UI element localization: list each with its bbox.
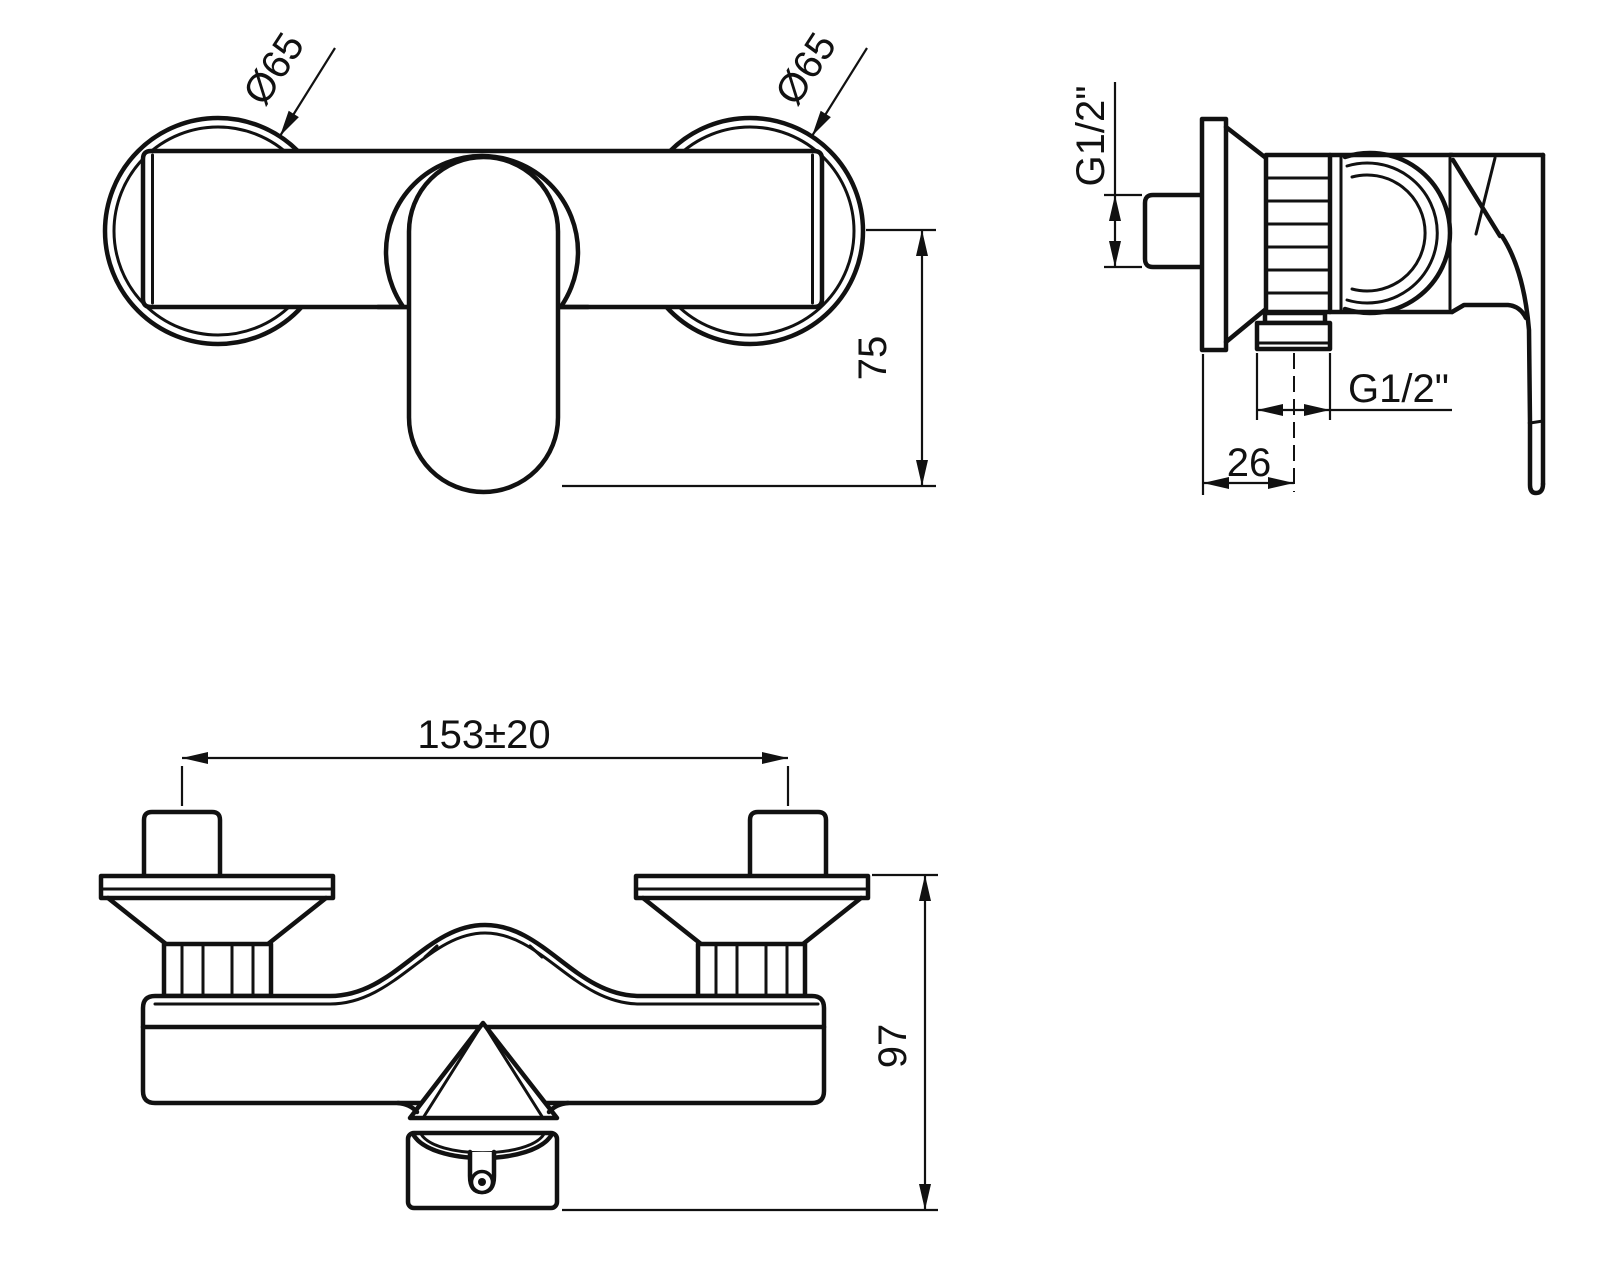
leader-right-diameter xyxy=(811,47,868,137)
label-left-diameter: Ø65 xyxy=(235,25,313,112)
right-union-nut xyxy=(695,941,808,999)
outlet-cone-inner-left xyxy=(421,1021,485,1120)
label-depth: 97 xyxy=(871,1024,915,1069)
hump-tick-right xyxy=(528,944,544,959)
label-wall-offset: 26 xyxy=(1227,441,1272,485)
body-slab-inner-top-line xyxy=(153,931,820,1006)
escutcheon-cone-top-edge xyxy=(1223,124,1269,161)
side-view: G1/2" G1/2" 26 xyxy=(1069,82,1546,496)
left-escutcheon-plate xyxy=(98,873,336,901)
left-cone-left-edge xyxy=(105,895,169,947)
right-cone-right-edge xyxy=(800,895,864,947)
left-union-nut xyxy=(161,941,274,999)
hump-tick-left xyxy=(423,944,439,959)
union-nut-ribs xyxy=(1264,176,1332,295)
right-inlet-stub xyxy=(747,809,829,879)
left-union-nut-ribs xyxy=(180,942,255,998)
body-dome-mid-arc xyxy=(1345,161,1439,305)
left-inlet-stub xyxy=(141,809,223,879)
label-handle-height: 75 xyxy=(851,336,895,381)
outlet-fillet-left xyxy=(395,1100,420,1115)
right-cone-left-edge xyxy=(640,895,704,947)
escutcheon-plate-side xyxy=(1199,116,1229,353)
front-view: Ø65 Ø65 75 xyxy=(102,25,936,495)
body-slab-outline xyxy=(140,922,827,1106)
bottom-view: 153±20 97 xyxy=(98,713,938,1212)
leader-left-diameter xyxy=(279,47,336,137)
handle-neck-front-slope xyxy=(1450,157,1503,239)
outlet-nut-side xyxy=(1254,320,1333,352)
right-union-nut-ribs xyxy=(714,942,789,998)
escutcheon-cone-bottom-edge xyxy=(1223,306,1269,345)
right-escutcheon-plate xyxy=(633,873,871,901)
union-nut-collar-side xyxy=(1263,152,1333,315)
handle-blade-foot xyxy=(1527,420,1546,496)
outlet-pin-dot xyxy=(478,1178,486,1186)
handle-blade-left-silhouette xyxy=(1499,233,1533,426)
left-cone-right-edge xyxy=(265,895,329,947)
handle-front xyxy=(406,154,561,495)
outlet-fillet-right xyxy=(546,1100,571,1115)
label-right-diameter: Ø65 xyxy=(767,25,845,112)
handle-neck-bottom xyxy=(1449,302,1529,321)
wall-inlet-stub xyxy=(1142,192,1205,270)
handle-neck-back-slope xyxy=(1474,156,1497,236)
body-dome-outer-arc xyxy=(1342,150,1453,316)
label-inlet-thread: G1/2" xyxy=(1069,86,1113,187)
body-dome-inner-arc xyxy=(1350,173,1427,293)
label-hole-distance: 153±20 xyxy=(417,713,550,757)
outlet-cone xyxy=(407,1020,560,1121)
outlet-cone-inner-right xyxy=(481,1021,545,1120)
label-outlet-thread: G1/2" xyxy=(1348,367,1449,411)
